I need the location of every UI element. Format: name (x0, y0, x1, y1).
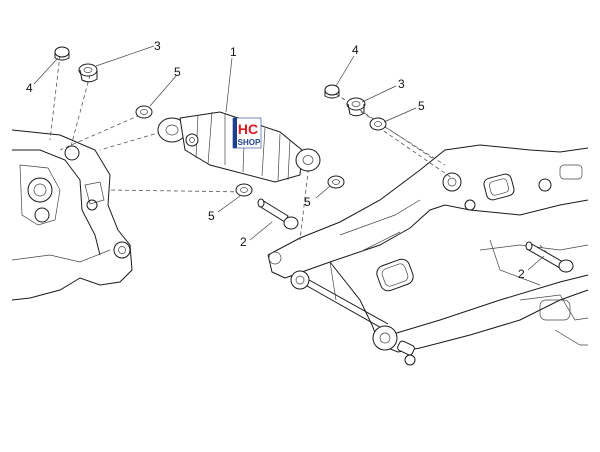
logo-line1: HC (238, 121, 258, 137)
left-frame (11, 129, 133, 301)
callout-5-lower-right: 5 (304, 195, 311, 209)
part-2-center-bolt (257, 198, 299, 230)
callout-4-left: 4 (26, 81, 33, 95)
leader-lines (33, 45, 545, 271)
callout-2-right: 2 (518, 267, 525, 281)
callout-3-left: 3 (154, 39, 161, 53)
part-5-right-lower-washer (327, 175, 345, 189)
callout-4-right: 4 (352, 43, 359, 57)
callout-5-lower-left: 5 (208, 209, 215, 223)
callout-3-right: 3 (398, 77, 405, 91)
part-3-left-bushing (78, 63, 98, 83)
callout-2-center: 2 (240, 235, 247, 249)
part-2-right-bolt (525, 241, 574, 273)
part-4-left-cap (54, 46, 70, 61)
logo-line2: SHOP (238, 138, 261, 147)
callout-labels: 1 2 2 3 3 4 4 5 5 5 5 5 (26, 39, 525, 281)
part-5-right-washer (369, 117, 387, 131)
part-4-right-cap (324, 84, 340, 99)
callout-1: 1 (230, 45, 237, 59)
swingarm (267, 144, 589, 366)
part-5-left-washer (135, 105, 153, 119)
shock-bottom-eye (295, 148, 321, 172)
callout-5-upper-left: 5 (174, 65, 181, 79)
part-5-lower-washer (235, 183, 253, 197)
part-3-right-bushing (346, 97, 366, 117)
hc-shop-logo: HC SHOP (232, 117, 262, 149)
callout-5-upper-right: 5 (418, 99, 425, 113)
